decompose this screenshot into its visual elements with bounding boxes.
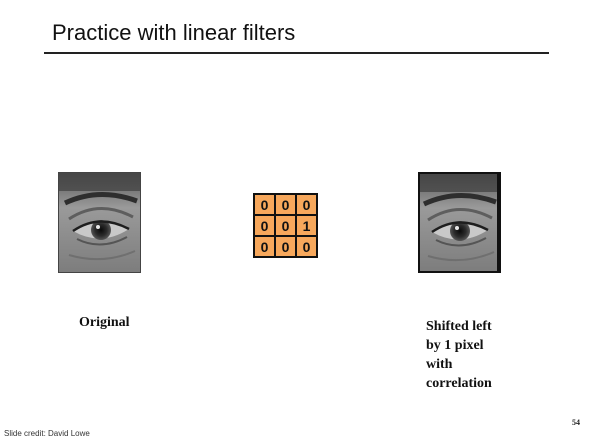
filter-kernel: 0 0 0 0 0 1 0 0 0: [253, 193, 318, 258]
caption-original: Original: [79, 315, 130, 330]
caption-shifted-line: by 1 pixel: [426, 338, 484, 353]
kernel-cell: 0: [253, 193, 276, 216]
slide-title: Practice with linear filters: [52, 20, 296, 45]
kernel-cell: 0: [274, 214, 297, 237]
kernel-row: 0 0 0: [253, 235, 318, 258]
shifted-eye-image: [418, 172, 501, 273]
kernel-cell: 0: [274, 235, 297, 258]
caption-shifted-line: correlation: [426, 376, 492, 391]
kernel-cell: 1: [295, 214, 318, 237]
original-eye-image: [58, 172, 141, 273]
kernel-cell: 0: [253, 235, 276, 258]
kernel-cell: 0: [253, 214, 276, 237]
caption-shifted: Shifted left by 1 pixel with correlation: [426, 317, 546, 393]
caption-shifted-line: with: [426, 357, 453, 372]
kernel-row: 0 0 0: [253, 193, 318, 216]
kernel-cell: 0: [295, 235, 318, 258]
slide-credit: Slide credit: David Lowe: [4, 429, 90, 438]
page-number: 54: [572, 418, 580, 427]
caption-shifted-line: Shifted left: [426, 319, 492, 334]
kernel-cell: 0: [295, 193, 318, 216]
kernel-row: 0 0 1: [253, 214, 318, 237]
kernel-cell: 0: [274, 193, 297, 216]
title-underline: [44, 52, 549, 54]
